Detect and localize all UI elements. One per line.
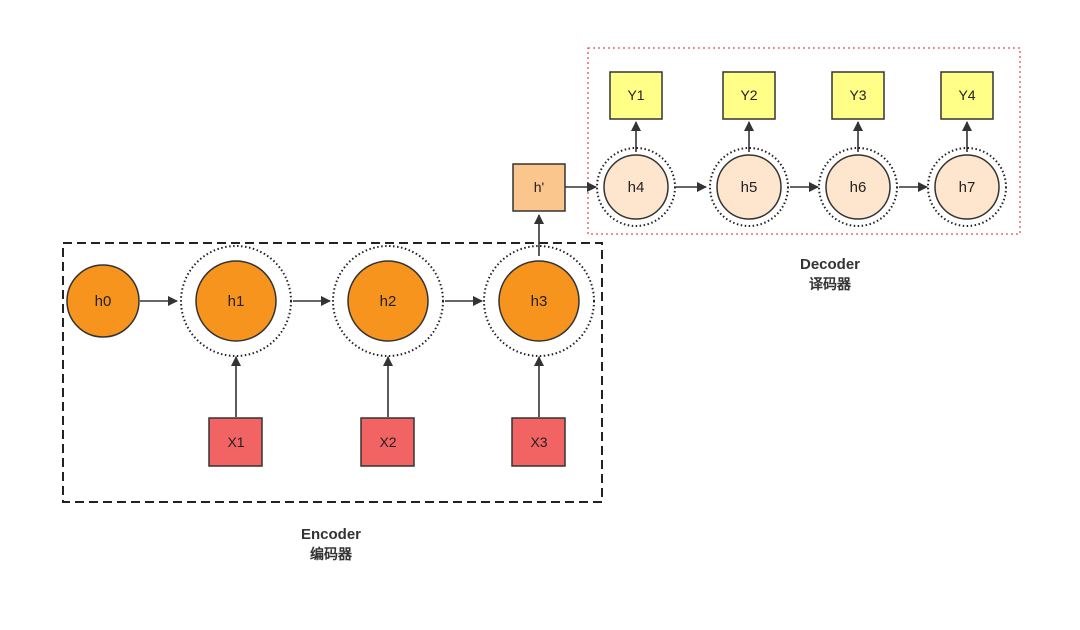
decoder-node-h7: h7 <box>927 147 1007 227</box>
decoder-container <box>587 47 1021 235</box>
input-box-x1: X1 <box>208 417 263 467</box>
decoder-node-h6: h6 <box>818 147 898 227</box>
encoder-node-h2: h2 <box>332 245 444 357</box>
output-box-label: Y1 <box>627 87 644 103</box>
decoder-node-label: h4 <box>628 179 645 196</box>
decoder-node-label: h6 <box>850 179 867 196</box>
output-box-label: Y3 <box>849 87 866 103</box>
encoder-node-label: h2 <box>380 293 397 310</box>
input-box-label: X2 <box>379 434 396 450</box>
decoder-node-label: h5 <box>741 179 758 196</box>
encoder-node-label: h1 <box>228 293 245 310</box>
output-box-label: Y2 <box>740 87 757 103</box>
encoder-node-label: h3 <box>531 293 548 310</box>
output-box-y1: Y1 <box>609 71 663 120</box>
encoder-caption-cn: 编码器 <box>310 546 353 563</box>
input-box-x3: X3 <box>511 417 566 467</box>
decoder-node-label: h7 <box>959 179 976 196</box>
encoder-node-h1: h1 <box>180 245 292 357</box>
input-box-x2: X2 <box>360 417 415 467</box>
output-box-y2: Y2 <box>722 71 776 120</box>
input-box-label: X3 <box>530 434 547 450</box>
encoder-node-h3: h3 <box>483 245 595 357</box>
decoder-caption: Decoder <box>800 256 860 273</box>
encoder-node-label: h0 <box>95 293 112 310</box>
output-box-label: Y4 <box>958 87 975 103</box>
decoder-node-h5: h5 <box>709 147 789 227</box>
output-box-y4: Y4 <box>940 71 994 120</box>
context-box-label: h' <box>534 179 544 195</box>
encoder-caption: Encoder <box>301 526 361 543</box>
encoder-node-h0: h0 <box>66 264 140 338</box>
decoder-caption-cn: 译码器 <box>809 277 852 293</box>
context-box: h' <box>512 163 566 212</box>
encoder-container <box>62 242 603 503</box>
output-box-y3: Y3 <box>831 71 885 120</box>
decoder-node-h4: h4 <box>596 147 676 227</box>
input-box-label: X1 <box>227 434 244 450</box>
